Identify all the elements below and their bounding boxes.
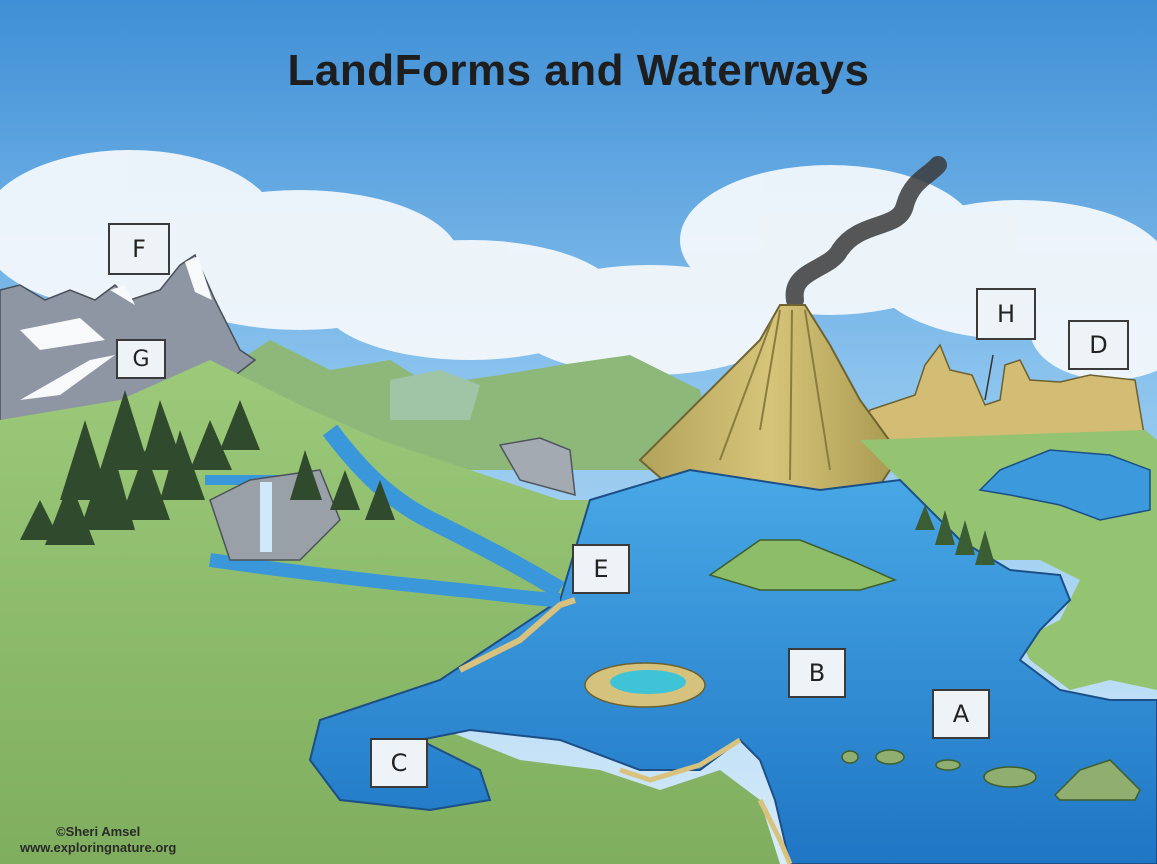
label-box-a[interactable]: A bbox=[932, 689, 990, 739]
forest bbox=[20, 390, 395, 545]
plateau bbox=[858, 343, 1146, 441]
label-box-d[interactable]: D bbox=[1068, 320, 1129, 370]
label-box-h[interactable]: H bbox=[976, 288, 1036, 340]
beach bbox=[458, 597, 576, 673]
waterfall bbox=[260, 482, 272, 552]
credit-author: ©Sheri Amsel bbox=[56, 824, 141, 839]
island bbox=[708, 539, 898, 591]
label-box-f[interactable]: F bbox=[108, 223, 170, 275]
label-box-b[interactable]: B bbox=[788, 648, 846, 698]
credit-site: www.exploringnature.org bbox=[20, 840, 177, 855]
snow-caps bbox=[20, 256, 212, 400]
label-box-g[interactable]: G bbox=[116, 339, 166, 379]
wetland-trees bbox=[915, 505, 995, 565]
clouds bbox=[0, 150, 1157, 380]
pointer-line bbox=[984, 354, 994, 401]
credit: ©Sheri Amsel www.exploringnature.org bbox=[20, 824, 176, 856]
archipelago bbox=[841, 749, 1141, 801]
page-title: LandForms and Waterways bbox=[287, 46, 870, 95]
label-box-c[interactable]: C bbox=[370, 738, 428, 788]
volcano-smoke bbox=[785, 156, 947, 309]
canyon bbox=[498, 437, 576, 497]
label-box-e[interactable]: E bbox=[572, 544, 630, 594]
lake bbox=[978, 449, 1151, 521]
river bbox=[322, 424, 565, 598]
